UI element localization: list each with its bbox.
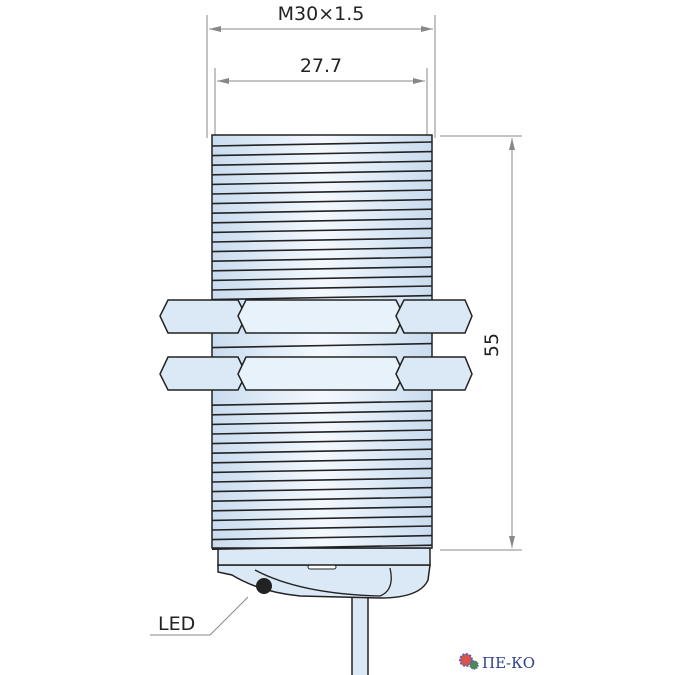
thread-line — [211, 198, 433, 205]
thread-line — [211, 160, 433, 166]
nut-lower — [159, 356, 473, 391]
thread-line — [211, 266, 433, 272]
thread-line — [211, 429, 433, 435]
thread-line — [211, 256, 433, 262]
thread-line — [211, 534, 433, 541]
led-indicator — [256, 578, 272, 594]
thread-line — [211, 294, 433, 301]
nut-upper — [159, 299, 473, 334]
thread-line — [211, 218, 433, 224]
thread-line — [211, 515, 433, 522]
dimension-lines — [150, 15, 522, 636]
threaded-body — [211, 134, 433, 549]
thread-line — [211, 141, 433, 147]
thread-line — [211, 285, 433, 291]
led-label: LED — [158, 613, 195, 635]
thread-line — [211, 458, 433, 464]
thread-line — [211, 438, 433, 445]
thread-line — [211, 506, 433, 512]
thread-line — [211, 227, 433, 234]
thread-line — [211, 189, 433, 195]
collar — [217, 547, 431, 566]
thread-line — [211, 170, 433, 176]
thread-line — [211, 486, 433, 493]
company-logo: ПЕ-КО — [459, 653, 535, 672]
thread-line — [211, 246, 433, 253]
thread-line — [211, 467, 433, 474]
thread-line — [211, 410, 433, 416]
led-leader-line — [209, 596, 249, 636]
thread-line — [211, 179, 433, 186]
thread-line — [211, 150, 433, 157]
thread-line — [211, 419, 433, 426]
thread-line — [211, 544, 433, 550]
thread-line — [211, 237, 433, 243]
thread-lines — [211, 141, 433, 550]
thread-line — [211, 208, 433, 214]
length-dimension-label: 55 — [481, 333, 503, 357]
thread-line — [211, 496, 433, 502]
thread-line — [211, 525, 433, 531]
thread-line — [211, 400, 433, 406]
cable — [351, 584, 369, 675]
thread-line — [211, 448, 433, 454]
thread-dimension-label: M30×1.5 — [278, 3, 365, 25]
dimension-arrows — [209, 26, 515, 548]
logo-text: ПЕ-КО — [482, 654, 535, 672]
thread-line — [211, 477, 433, 483]
end-cap — [217, 564, 431, 599]
thread-line — [211, 275, 433, 282]
diameter-dimension-label: 27.7 — [300, 55, 342, 77]
thread-line — [211, 342, 433, 349]
